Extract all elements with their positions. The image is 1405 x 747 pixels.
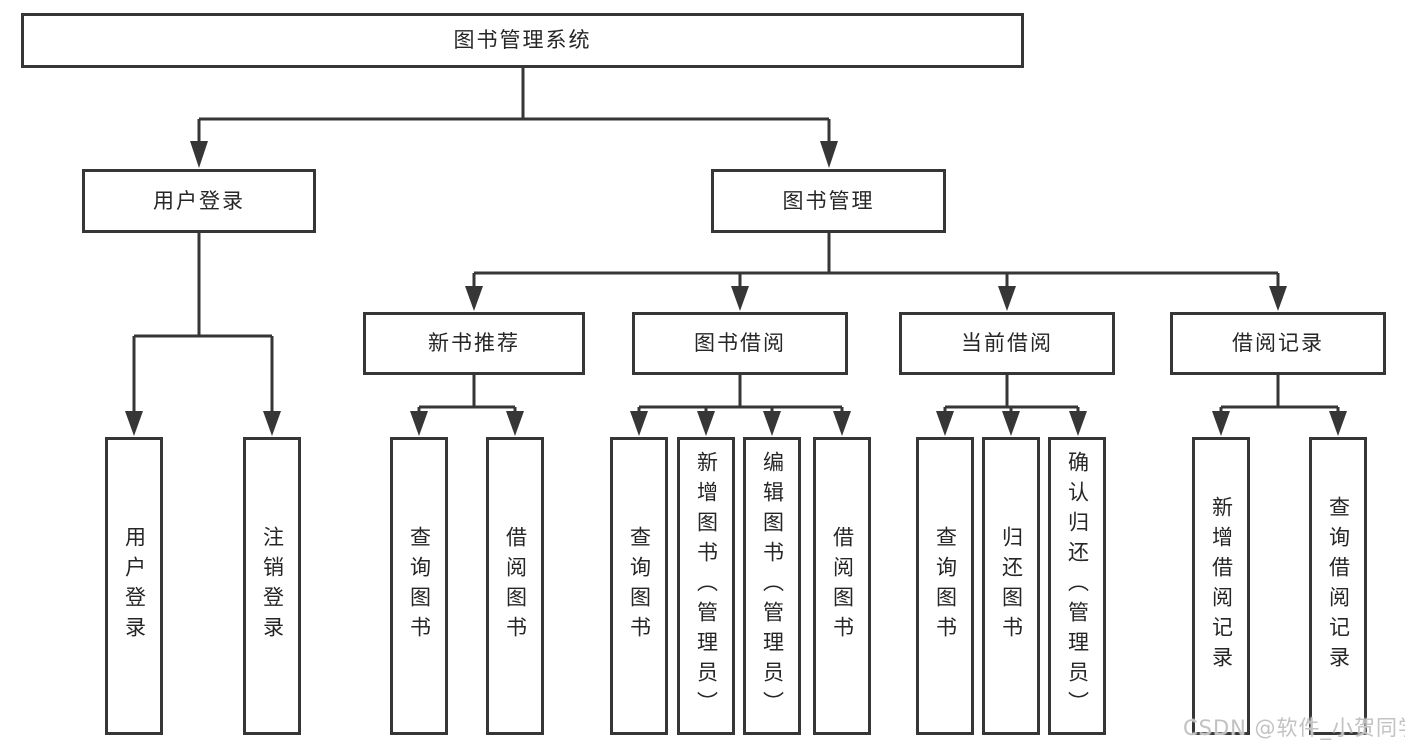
arrowhead xyxy=(1069,411,1087,436)
arrowhead xyxy=(263,411,281,436)
node-user-login: 用户登录 xyxy=(82,169,316,233)
leaf-add-borrow-record: 新增借阅记录 xyxy=(1192,437,1250,735)
arrowhead xyxy=(731,286,749,311)
node-new-book-recommend: 新书推荐 xyxy=(363,312,585,375)
leaf-borrow-books-borrowing: 借阅图书 xyxy=(813,437,871,735)
arrowhead xyxy=(1329,411,1347,436)
leaf-borrow-books-recommend: 借阅图书 xyxy=(486,437,544,735)
arrowhead xyxy=(125,411,143,436)
arrowhead xyxy=(763,411,781,436)
arrowhead xyxy=(1002,411,1020,436)
node-borrowing-records: 借阅记录 xyxy=(1170,312,1386,375)
connector-new-books-bus xyxy=(417,375,517,416)
arrowhead xyxy=(936,411,954,436)
node-current-borrowing: 当前借阅 xyxy=(899,312,1115,375)
leaf-confirm-return-admin: 确认归还（管理员） xyxy=(1048,437,1106,735)
leaf-edit-books-admin: 编辑图书（管理员） xyxy=(743,437,801,735)
arrowhead xyxy=(1212,411,1230,436)
leaf-query-books-borrowing: 查询图书 xyxy=(610,437,668,735)
arrowhead xyxy=(506,411,524,436)
connector-current-borrow-bus xyxy=(943,375,1080,416)
arrowhead xyxy=(697,411,715,436)
leaf-query-borrow-record: 查询借阅记录 xyxy=(1309,437,1367,735)
arrowhead xyxy=(998,286,1016,311)
leaf-logout: 注销登录 xyxy=(243,437,301,735)
arrowhead xyxy=(630,411,648,436)
csdn-watermark: CSDN @软件_小贺同学 xyxy=(1183,716,1405,740)
arrowhead xyxy=(820,141,838,168)
connector-borrow-record-bus xyxy=(1219,375,1340,416)
connector-book-mgmt-bus xyxy=(472,233,1280,292)
leaf-query-books-recommend: 查询图书 xyxy=(390,437,448,735)
leaf-query-books-current: 查询图书 xyxy=(916,437,974,735)
connector-root-bus xyxy=(197,68,831,148)
node-book-borrowing: 图书借阅 xyxy=(632,312,848,375)
leaf-user-login: 用户登录 xyxy=(105,437,163,735)
arrowhead xyxy=(1269,286,1287,311)
arrowhead xyxy=(465,286,483,311)
connector-book-borrow-bus xyxy=(637,375,844,416)
connector-user-login-bus xyxy=(132,233,274,416)
node-system-root: 图书管理系统 xyxy=(21,13,1024,68)
arrowhead xyxy=(833,411,851,436)
arrowhead xyxy=(190,141,208,168)
node-book-management: 图书管理 xyxy=(711,169,946,233)
leaf-return-books: 归还图书 xyxy=(982,437,1040,735)
arrowhead xyxy=(410,411,428,436)
leaf-add-books-admin: 新增图书（管理员） xyxy=(677,437,735,735)
